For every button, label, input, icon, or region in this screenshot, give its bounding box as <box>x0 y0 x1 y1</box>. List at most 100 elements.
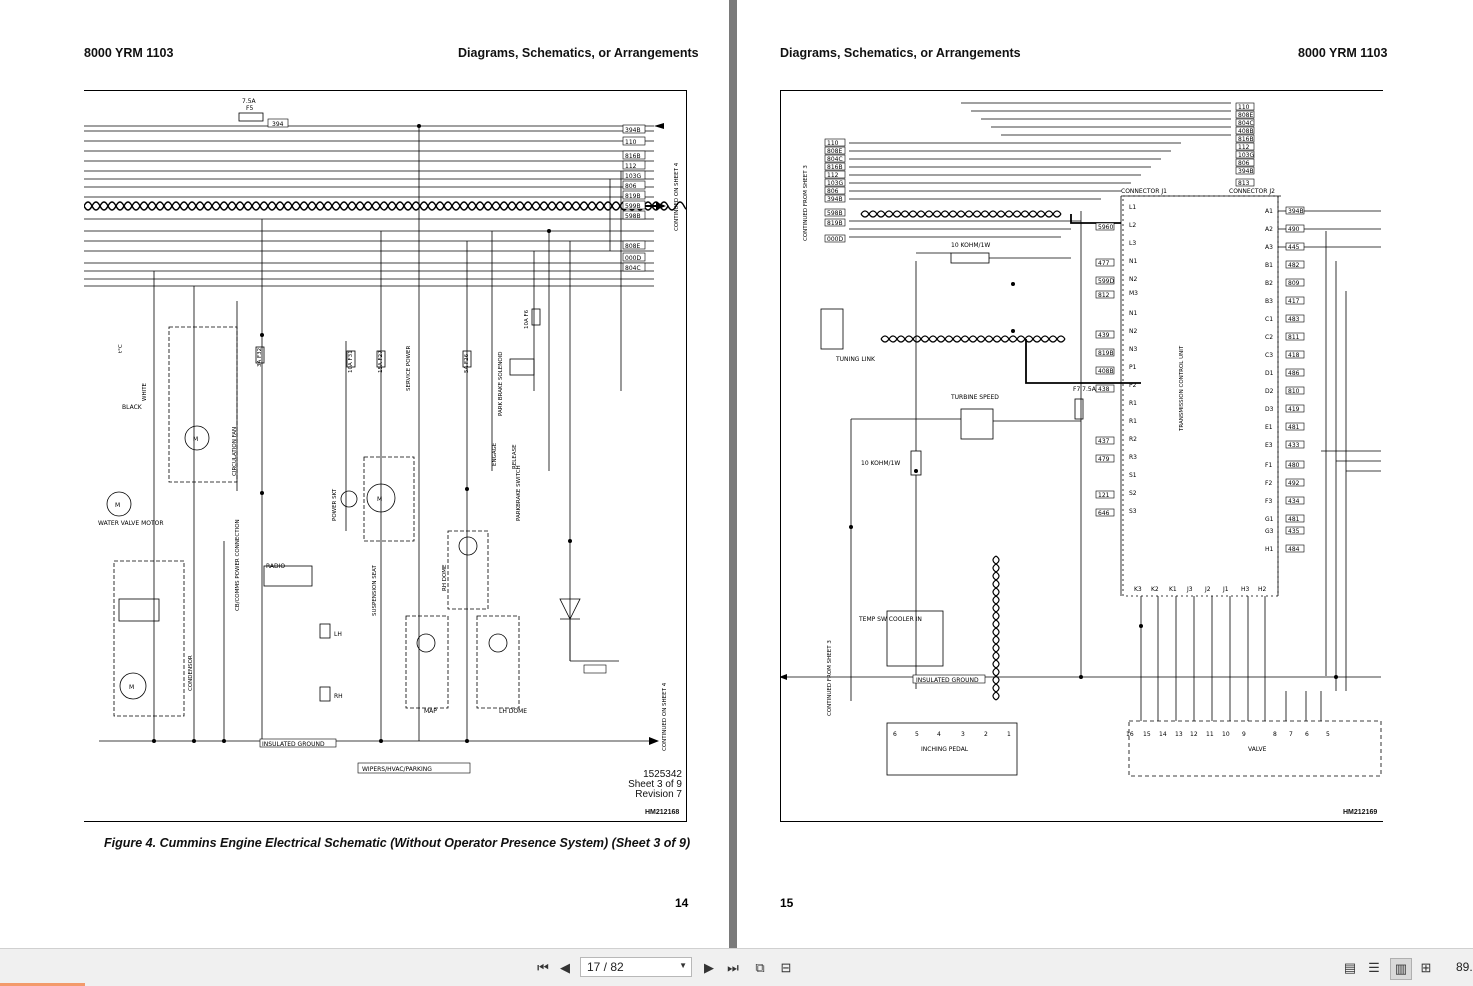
j2-tag: 445 <box>1288 244 1300 251</box>
j2-pin: F2 <box>1265 480 1272 487</box>
valve-pin: 7 <box>1289 731 1293 738</box>
previous-page-icon[interactable]: ◀ <box>560 960 570 975</box>
bottom-pin: J3 <box>1186 586 1193 593</box>
chevron-down-icon[interactable]: ▼ <box>679 961 687 970</box>
tuning-link-label: TUNING LINK <box>835 356 876 363</box>
valve-pin: 14 <box>1159 731 1167 738</box>
j2-tag: 492 <box>1288 480 1300 487</box>
parkbrake-switch-label: PARKBRAKE SWITCH <box>516 465 522 521</box>
service-power-label: SERVICE POWER <box>406 346 412 391</box>
j1-pin: S3 <box>1129 508 1137 515</box>
j1-tag: 819B <box>1098 350 1114 357</box>
left-wire-tag: 816B <box>827 164 843 171</box>
bottom-pin: H3 <box>1241 586 1250 593</box>
j2-pin: C2 <box>1265 334 1273 341</box>
wire-tag: 110 <box>625 139 637 146</box>
fit-width-icon[interactable]: ⊟ <box>780 960 792 975</box>
rh-dome-label: RH DOME <box>442 564 448 591</box>
wire-tag: 599B <box>625 203 641 210</box>
j1-tag: 408B <box>1098 368 1114 375</box>
continued-on-sheet-4: CONTINUED ON SHEET 4 <box>674 162 680 231</box>
j2-pin: A3 <box>1265 244 1273 251</box>
page-indicator: 17 / 82 <box>587 960 624 974</box>
single-page-view-icon[interactable]: ▤ <box>1343 960 1357 975</box>
right-page: Diagrams, Schematics, or Arrangements 80… <box>737 0 1473 948</box>
water-motor-m: M <box>115 502 120 509</box>
left-wire-tag: 112 <box>827 172 839 179</box>
j2-tag: 394B <box>1288 208 1304 215</box>
j2-tag: 483 <box>1288 316 1300 323</box>
page-number-input[interactable]: 17 / 82 ▼ <box>580 957 692 977</box>
fuse-f6-label: 10A F6 <box>524 309 530 329</box>
header-doc-number: 8000 YRM 1103 <box>1298 46 1388 60</box>
left-wire-tag: 808E <box>827 148 842 155</box>
j1-tag: 121 <box>1098 492 1110 499</box>
j2-tag: 482 <box>1288 262 1300 269</box>
j1-tag: 439 <box>1098 332 1110 339</box>
header-section-title: Diagrams, Schematics, or Arrangements <box>458 46 699 60</box>
continuous-view-icon[interactable]: ☰ <box>1368 960 1380 975</box>
j1-pin: N3 <box>1129 346 1137 353</box>
j2-tag: 433 <box>1288 442 1300 449</box>
top-wire-tag: 103G <box>1238 152 1254 159</box>
top-wire-tag: 408B <box>1238 128 1254 135</box>
schematic-left-drawing: 394B 110 816B 112 103G 806 819B 599B 598… <box>84 98 686 774</box>
resistor-mid-label: 10 KOHM/1W <box>861 460 900 467</box>
header-doc-number: 8000 YRM 1103 <box>84 46 174 60</box>
valve-pin: 9 <box>1242 731 1246 738</box>
inching-pedal-label: INCHING PEDAL <box>921 746 969 753</box>
fit-page-icon[interactable]: ⧉ <box>755 960 765 975</box>
insulated-ground-label: INSULATED GROUND <box>262 741 325 748</box>
white-wire-label: WHITE <box>142 382 148 401</box>
j1-tag: 599D <box>1098 278 1114 285</box>
wire-tag: 816B <box>625 153 641 160</box>
top-wire-tag: 816B <box>1238 136 1254 143</box>
j1-pin: R3 <box>1129 454 1137 461</box>
continued-from-sheet-3: CONTINUED FROM SHEET 3 <box>803 165 809 241</box>
j2-tag: 484 <box>1288 546 1300 553</box>
left-wire-tag: 598B <box>827 210 843 217</box>
j1-pin: L3 <box>1129 240 1136 247</box>
lh-speaker-label: LH <box>334 631 342 638</box>
first-page-icon[interactable]: ⏮ <box>537 960 549 975</box>
fuse-f32-label: 3A F32 <box>257 348 263 367</box>
pedal-pin: 1 <box>1007 731 1011 738</box>
fuse-f27-label: 15A F27 <box>378 350 384 373</box>
black-wire-label: BLACK <box>122 404 143 411</box>
engage-label: ENGAGE <box>492 442 498 466</box>
j1-pin: N1 <box>1129 258 1137 265</box>
fuse-f26-label: 5A F26 <box>464 353 470 373</box>
left-wire-tag: 819B <box>827 220 843 227</box>
top-wire-tag: 808E <box>1238 112 1253 119</box>
circ-fan-label: CIRCULATION FAN <box>232 427 238 476</box>
parkbrake-solenoid-label: PARK BRAKE SOLENOID <box>498 351 504 416</box>
left-wire-tag: 000D <box>827 236 843 243</box>
j1-tag: 646 <box>1098 510 1110 517</box>
j2-pin: C1 <box>1265 316 1273 323</box>
fuse-id: F5 <box>246 105 253 112</box>
last-page-icon[interactable]: ⏭ <box>727 960 739 975</box>
valve-pin: 13 <box>1175 731 1183 738</box>
zoom-level[interactable]: 89. <box>1456 960 1473 974</box>
j1-pin: R1 <box>1129 400 1137 407</box>
wipers-label: WIPERS/HVAC/PARKING <box>362 766 432 773</box>
j1-pin: N1 <box>1129 310 1137 317</box>
connector-j1-label: CONNECTOR J1 <box>1121 188 1167 195</box>
left-wire-tag: 806 <box>827 188 839 195</box>
j1-tag: 477 <box>1098 260 1110 267</box>
page-number-left: 14 <box>675 896 689 910</box>
j2-pin: G3 <box>1265 528 1274 535</box>
continuous-facing-view-icon[interactable]: ⊞ <box>1420 960 1432 975</box>
header-section-title: Diagrams, Schematics, or Arrangements <box>780 46 1021 60</box>
wire-tag: 112 <box>625 163 637 170</box>
wire-tag: 598B <box>625 213 641 220</box>
next-page-icon[interactable]: ▶ <box>704 960 714 975</box>
j2-pin: G1 <box>1265 516 1274 523</box>
top-wire-tag: 806 <box>1238 160 1250 167</box>
j1-pin: N2 <box>1129 276 1137 283</box>
valve-pin: 5 <box>1326 731 1330 738</box>
valve-label: VALVE <box>1248 746 1267 753</box>
facing-pages-view-icon[interactable]: ▥ <box>1390 958 1412 980</box>
j2-pin: B3 <box>1265 298 1273 305</box>
j2-pin: A1 <box>1265 208 1273 215</box>
